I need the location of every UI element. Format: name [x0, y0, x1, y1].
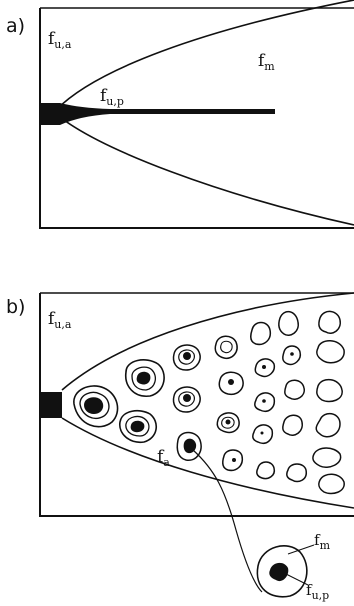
pocket-10 [223, 450, 243, 470]
pocket-1 [74, 386, 118, 427]
pocket-23 [317, 380, 342, 402]
pocket-15 [257, 462, 275, 479]
envelope-lower-b [62, 418, 354, 508]
label-fup-a: fu,p [100, 86, 124, 108]
panel-b-letter: b) [6, 296, 25, 318]
leader-line [193, 450, 262, 592]
pocket-5 [174, 387, 201, 412]
injector-block-a [40, 103, 60, 125]
panel-a-letter: a) [6, 15, 25, 37]
pocket-11 [251, 323, 271, 345]
pocket-3 [120, 411, 156, 443]
pocket-17 [283, 346, 301, 364]
pocket-20 [287, 464, 306, 482]
pocket-4 [174, 345, 201, 370]
pocket-2 [126, 360, 164, 396]
label-fm-inset: fm [314, 531, 331, 552]
pocket-25 [313, 448, 341, 467]
envelope-upper-b [62, 293, 354, 390]
pocket-24 [316, 414, 340, 437]
pocket-26 [319, 474, 344, 493]
label-fup-inset: fu,p [306, 581, 329, 602]
label-fua-a: fu,a [48, 29, 72, 51]
pocket-21 [319, 311, 340, 333]
panel-a-frame [40, 8, 354, 228]
pocket-14 [253, 425, 273, 443]
panel-b: b) [6, 293, 354, 592]
pocket-9 [217, 413, 239, 432]
pocket-16 [279, 312, 298, 336]
pocket-18 [285, 380, 304, 399]
label-fua-b: fu,a [48, 309, 72, 331]
label-fm-a: fm [258, 51, 275, 73]
pocket-8 [219, 372, 243, 394]
pocket-22 [317, 341, 344, 363]
envelope-lower [56, 114, 354, 225]
injector-block-b [40, 392, 62, 418]
pocket-6 [177, 433, 201, 461]
inset-pocket: fm fu,p [257, 531, 330, 602]
jet-core [60, 103, 275, 125]
pocket-12 [255, 359, 274, 376]
pocket-7 [215, 336, 237, 358]
pocket-19 [283, 415, 302, 435]
label-fa-b: fa [157, 447, 170, 469]
panel-a: a) fu,a fm fu,p [6, 0, 354, 228]
pocket-13 [255, 393, 275, 411]
